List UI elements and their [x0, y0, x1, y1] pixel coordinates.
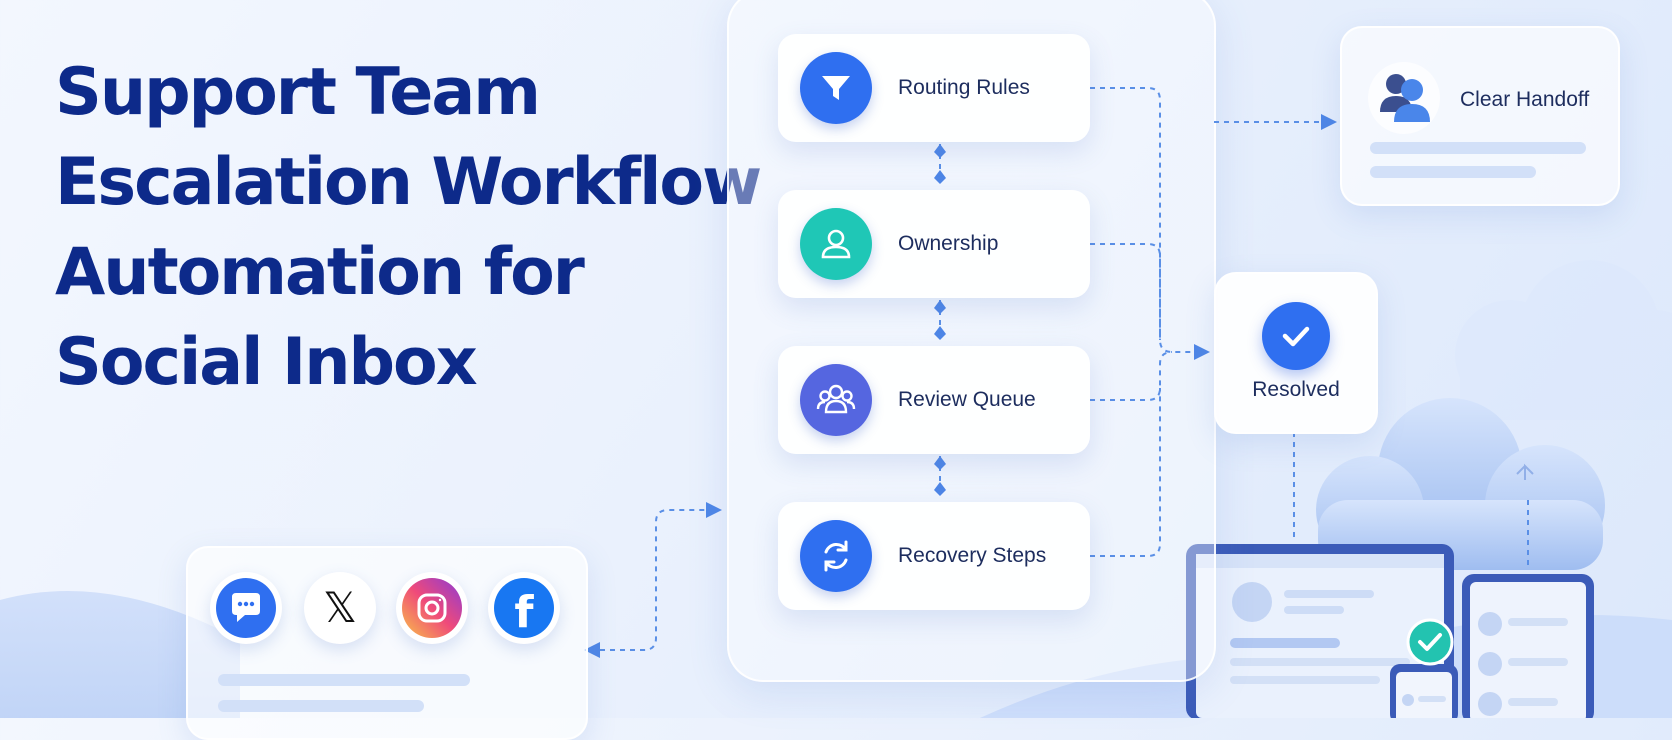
title-line-1: Support Team — [55, 55, 541, 130]
page-title: Support Team Escalation Workflow Automat… — [55, 48, 762, 408]
resolved-label: Resolved — [1252, 378, 1340, 401]
chat-icon[interactable] — [210, 572, 282, 644]
instagram-icon[interactable] — [396, 572, 468, 644]
step-label: Recovery Steps — [898, 544, 1047, 567]
title-line-3: Automation for — [55, 235, 585, 310]
step-recovery-steps[interactable]: Recovery Steps — [778, 502, 1090, 610]
step-label: Review Queue — [898, 388, 1036, 411]
title-line-2: Escalation Workflow — [55, 145, 762, 220]
step-routing-rules[interactable]: Routing Rules — [778, 34, 1090, 142]
resolved-card[interactable]: Resolved — [1214, 272, 1378, 434]
users-icon — [1368, 62, 1440, 134]
title-line-4: Social Inbox — [55, 325, 478, 400]
handoff-card[interactable]: Clear Handoff — [1340, 26, 1620, 206]
facebook-icon[interactable]: f — [488, 572, 560, 644]
placeholder-bar — [218, 674, 470, 686]
cloud-illustration — [1316, 398, 1605, 570]
tablet-illustration — [1462, 574, 1594, 718]
step-label: Routing Rules — [898, 76, 1030, 99]
social-channels-card: 𝕏 f — [186, 546, 588, 740]
step-review-queue[interactable]: Review Queue — [778, 346, 1090, 454]
device-check-icon — [1406, 618, 1454, 666]
phone-illustration — [1390, 664, 1458, 718]
step-label: Ownership — [898, 232, 999, 255]
user-icon — [800, 208, 872, 280]
step-ownership[interactable]: Ownership — [778, 190, 1090, 298]
handoff-label: Clear Handoff — [1460, 88, 1590, 111]
placeholder-bar — [1370, 166, 1536, 178]
group-icon — [800, 364, 872, 436]
background-decoration — [0, 260, 1672, 718]
x-icon[interactable]: 𝕏 — [304, 572, 376, 644]
placeholder-bar — [218, 700, 424, 712]
refresh-icon — [800, 520, 872, 592]
connector-lines — [584, 87, 1529, 658]
check-icon — [1262, 302, 1330, 370]
funnel-icon — [800, 52, 872, 124]
placeholder-bar — [1370, 142, 1586, 154]
laptop-illustration — [1186, 544, 1454, 718]
